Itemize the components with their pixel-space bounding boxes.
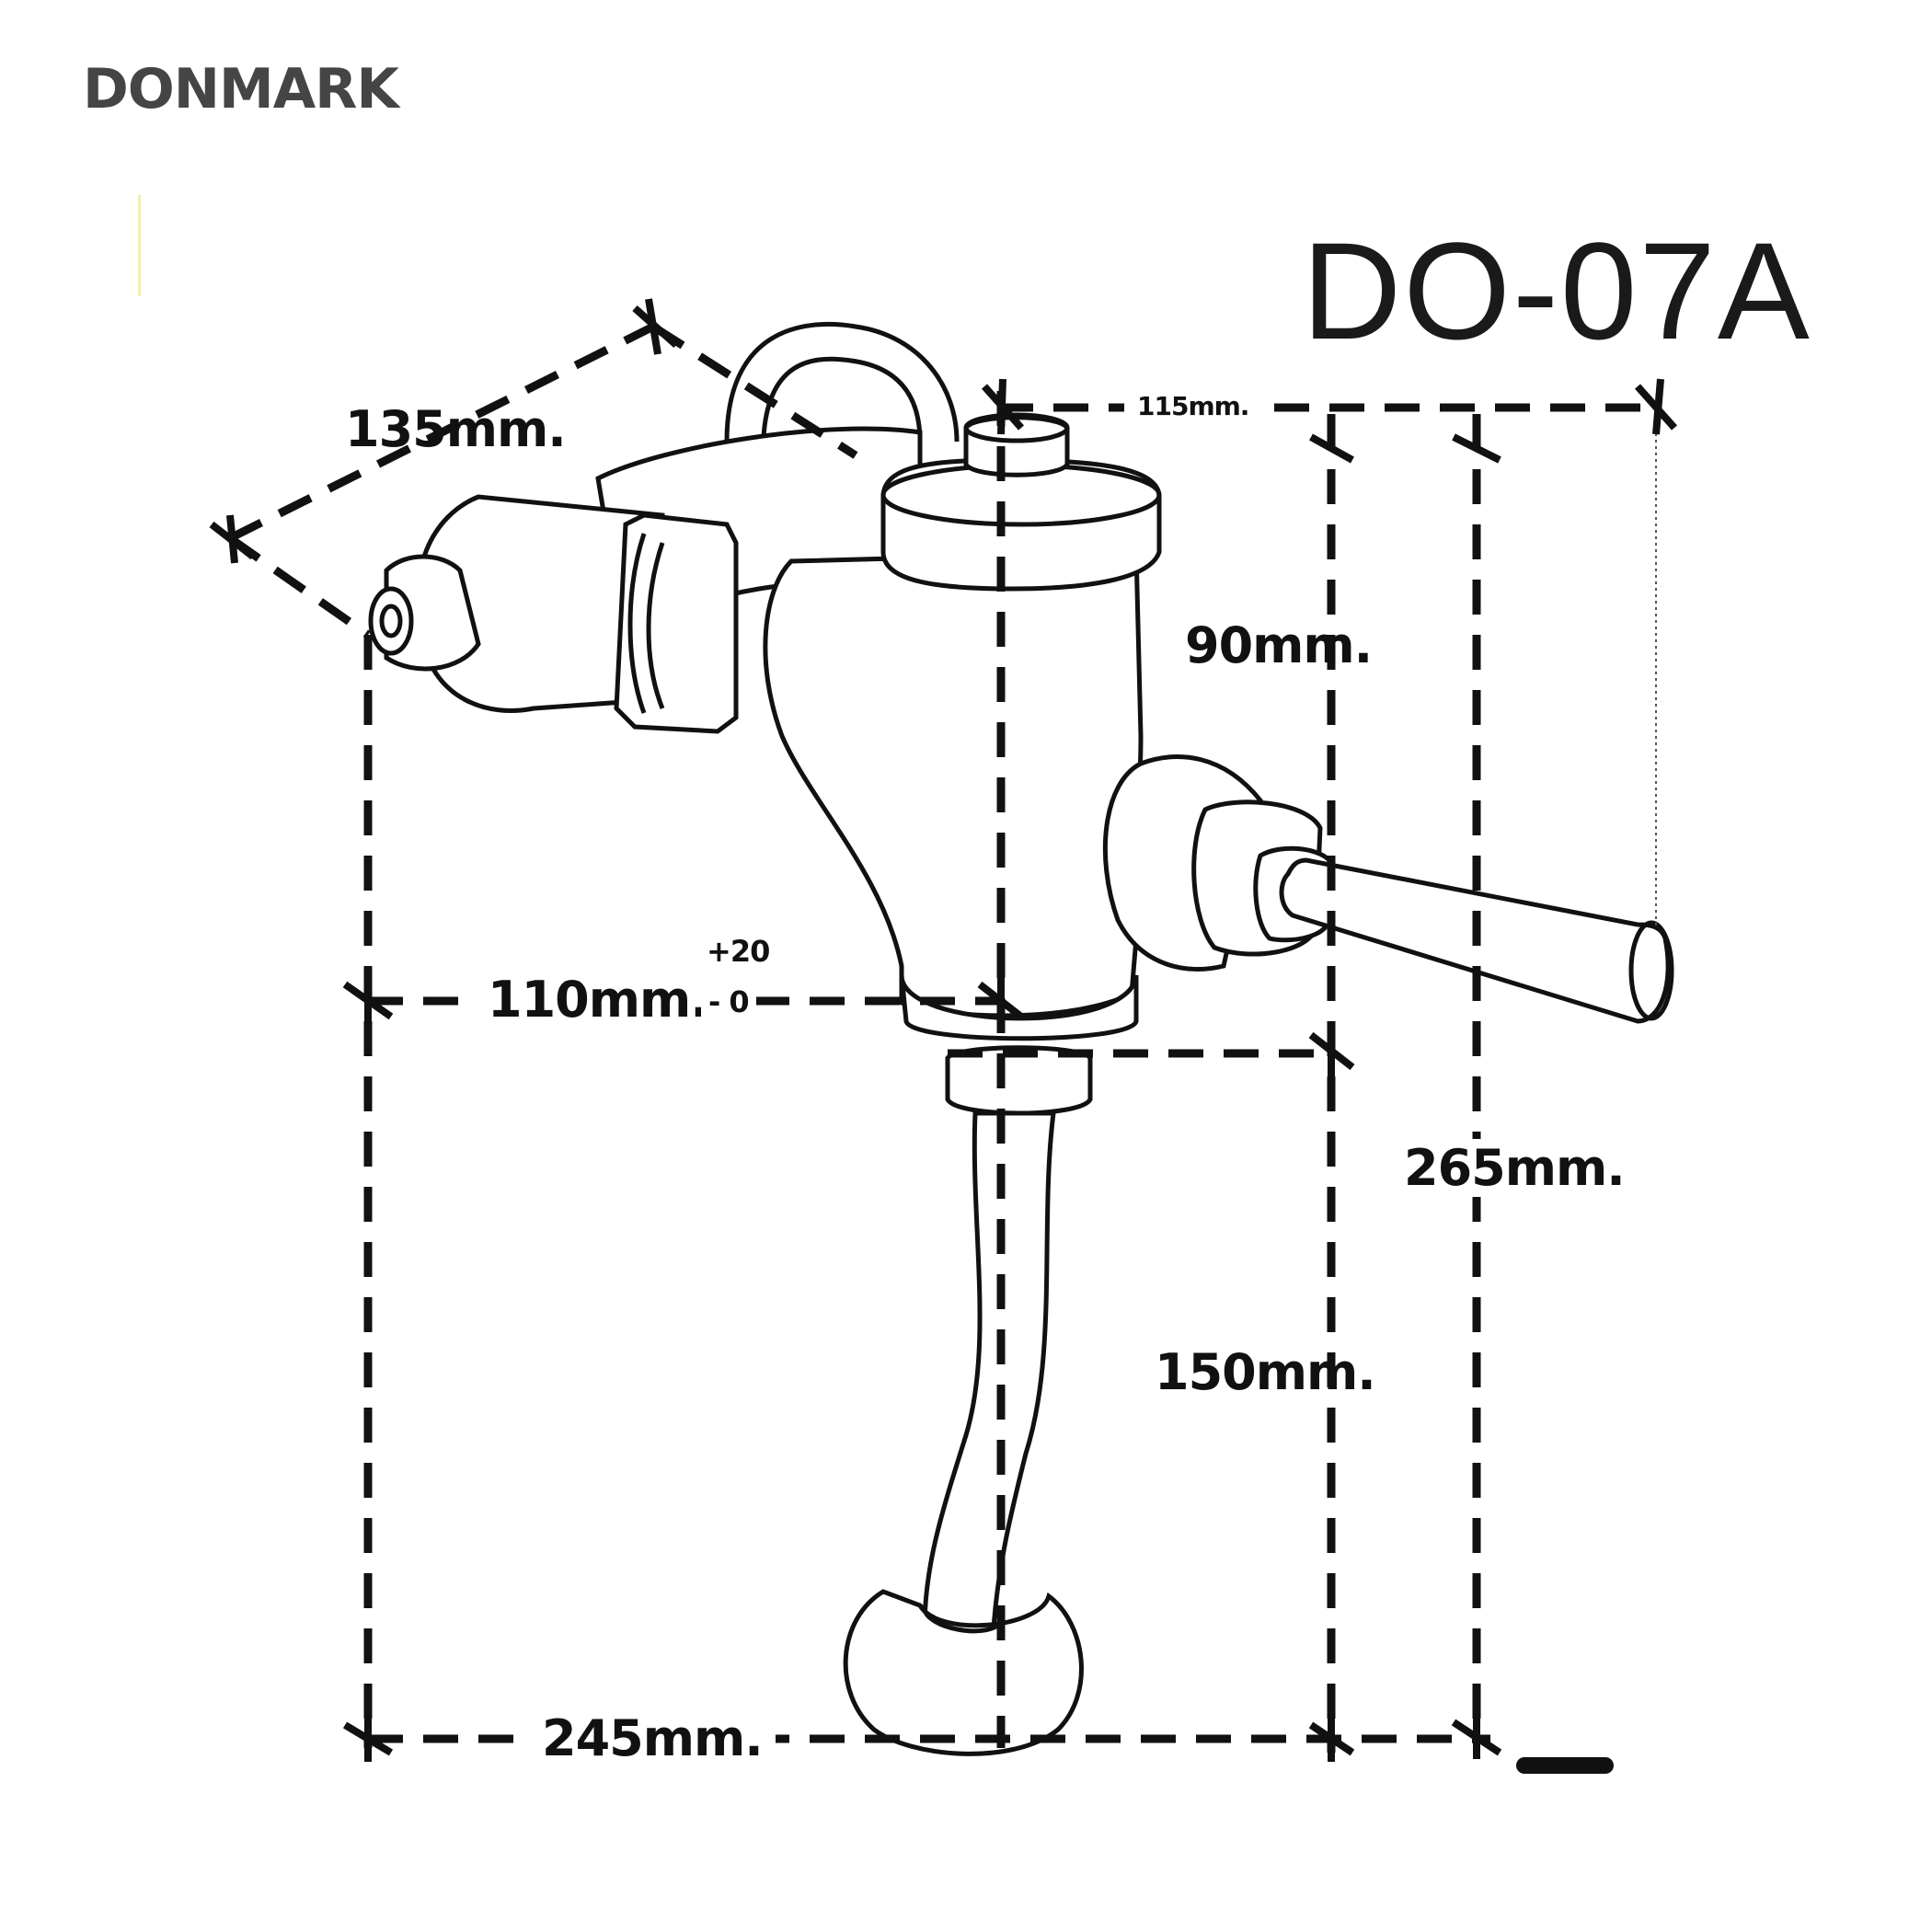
- outlet-collar: [899, 974, 1139, 1041]
- supply-arc: [724, 321, 960, 443]
- wall-flange: [843, 1589, 1084, 1756]
- dim-150-label: 150mm.: [1155, 1343, 1376, 1401]
- brand-logo: DONMARK: [83, 57, 399, 121]
- hex-nut: [614, 512, 739, 734]
- outlet-nut: [945, 1045, 1093, 1116]
- stop-valve-knob: [368, 586, 414, 656]
- model-number: DO-07A: [1302, 213, 1811, 368]
- dim-markers: [209, 298, 1677, 1762]
- dim-90-label: 90mm.: [1185, 616, 1373, 674]
- dim-110-label: 110mm.: [478, 971, 718, 1029]
- valve-body: [763, 549, 1144, 1018]
- dim-135-label: 135mm.: [345, 400, 567, 458]
- dim-265-label: 265mm.: [1398, 1139, 1630, 1197]
- flush-pipe: [922, 1110, 1056, 1645]
- dim-110-tolerance-minus: - 0: [701, 984, 756, 1019]
- dim-245-label: 245mm.: [529, 1709, 776, 1767]
- dim-135-line-b: [650, 323, 858, 459]
- top-knob: [963, 415, 1070, 477]
- dim-110-tolerance-plus: +20: [707, 934, 770, 969]
- scale-bar: [1516, 1757, 1614, 1774]
- dim-115-label: 115mm.: [1124, 391, 1262, 421]
- dim-135-line-a: [227, 322, 656, 543]
- margin-mark: [138, 195, 141, 296]
- supply-arc-inner: [761, 356, 923, 443]
